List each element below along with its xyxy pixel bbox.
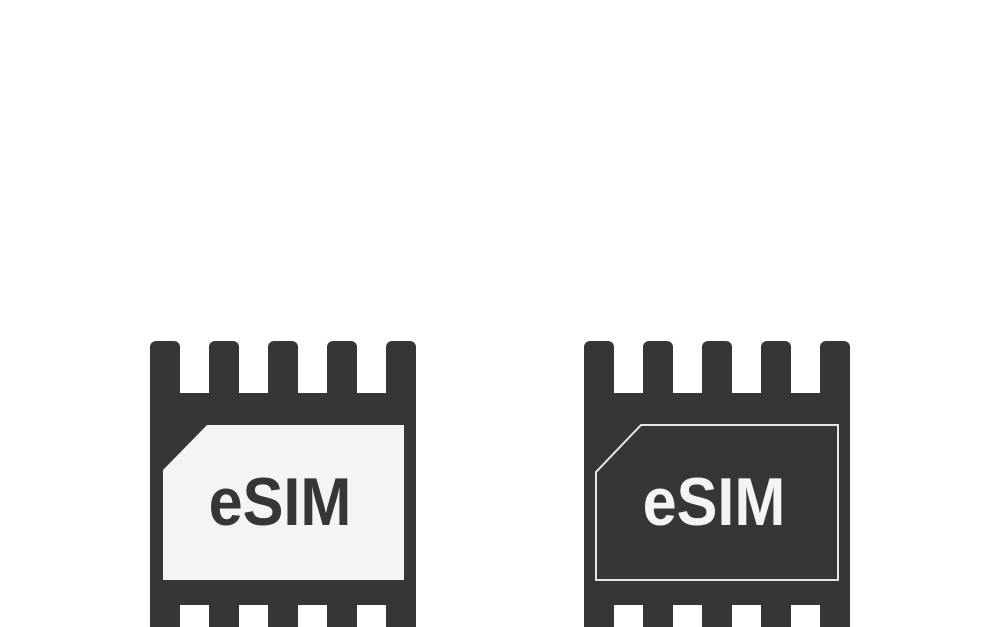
sim-card-shape <box>163 425 404 580</box>
esim-chip-icon-filled: eSIM <box>150 341 416 627</box>
sim-card-outline <box>595 424 839 581</box>
esim-label: eSIM <box>643 463 786 540</box>
esim-label: eSIM <box>209 463 352 540</box>
esim-chip-icon-outlined: eSIM <box>584 341 850 627</box>
